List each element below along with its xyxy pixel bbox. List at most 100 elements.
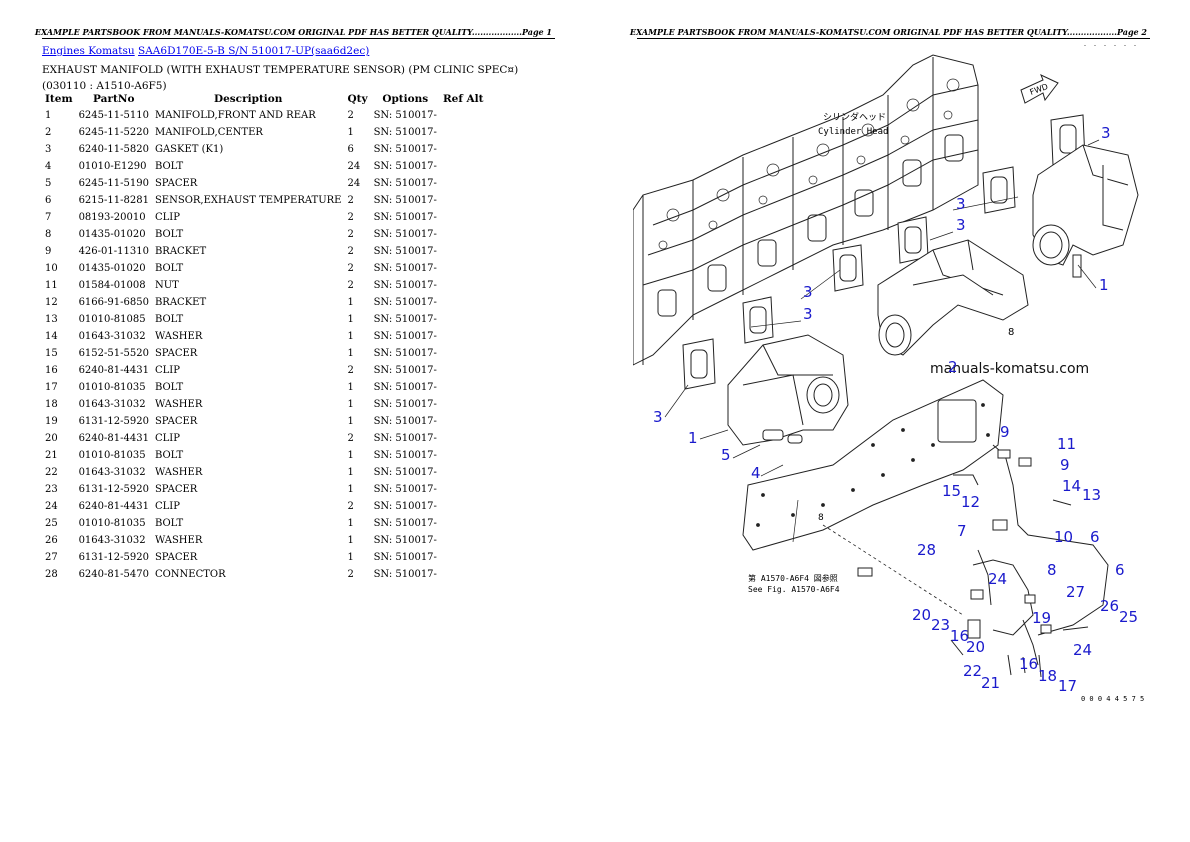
col-header-options: Options <box>382 92 429 105</box>
breadcrumb-link-model[interactable]: SAA6D170E-5-B S/N 510017-UP(saa6d2ec) <box>138 45 370 57</box>
cell-description: BOLT <box>154 450 184 461</box>
manifold-center-illustration <box>877 239 1029 356</box>
callout-label: 27 <box>1066 583 1085 601</box>
cell-qty: 2 <box>347 229 354 240</box>
cell-item: 18 <box>45 399 58 410</box>
cell-description: CLIP <box>154 365 180 376</box>
cell-partno: 01010-81035 <box>78 518 146 529</box>
see-fig-label-en: See Fig. A1570-A6F4 <box>748 585 840 594</box>
callout-label: 24 <box>988 570 1007 588</box>
exploded-parts-diagram: シリンダヘッド Cylinder Head FWD <box>633 45 1144 703</box>
page-header-2: EXAMPLE PARTSBOOK FROM MANUALS-KOMATSU.C… <box>629 27 1147 37</box>
cell-partno: 6240-81-5470 <box>78 569 149 580</box>
cell-refalt <box>440 498 487 515</box>
cell-refalt <box>440 566 487 583</box>
callout-label: 24 <box>1073 641 1092 659</box>
cell-options: SN: 510017- <box>373 484 437 495</box>
cell-partno: 6215-11-8281 <box>78 195 149 206</box>
cell-partno: 6240-11-5820 <box>78 144 149 155</box>
cell-qty: 1 <box>347 382 354 393</box>
cell-qty: 2 <box>347 280 354 291</box>
callout-label: 13 <box>1082 486 1101 504</box>
cell-partno: 01010-E1290 <box>78 161 147 172</box>
cell-options: SN: 510017- <box>373 280 437 291</box>
cell-partno: 6131-12-5920 <box>78 552 149 563</box>
cylinder-head-label-en: Cylinder Head <box>818 127 888 137</box>
cell-refalt <box>440 277 487 294</box>
callout-label: 3 <box>956 195 966 213</box>
cell-options: SN: 510017- <box>373 263 437 274</box>
cell-options: SN: 510017- <box>373 399 437 410</box>
cell-description: WASHER <box>154 331 203 342</box>
cell-description: NUT <box>154 280 179 291</box>
page-header-1: EXAMPLE PARTSBOOK FROM MANUALS-KOMATSU.C… <box>34 27 552 37</box>
cell-item: 19 <box>45 416 58 427</box>
callout-label: 14 <box>1062 477 1081 495</box>
cell-refalt <box>440 175 487 192</box>
breadcrumb: Engines Komatsu SAA6D170E-5-B S/N 510017… <box>42 45 369 57</box>
cell-refalt <box>440 158 487 175</box>
cell-description: SPACER <box>154 416 198 427</box>
cell-refalt <box>440 209 487 226</box>
cell-item: 4 <box>45 161 52 172</box>
cell-description: BRACKET <box>154 297 207 308</box>
cell-item: 24 <box>45 501 58 512</box>
cell-partno: 6240-81-4431 <box>78 365 149 376</box>
figure-number: 0 0 0 4 4 5 7 5 <box>1081 695 1144 703</box>
cell-qty: 1 <box>347 467 354 478</box>
cell-options: SN: 510017- <box>373 331 437 342</box>
cell-description: CLIP <box>154 212 180 223</box>
col-header-description: Description <box>213 92 283 105</box>
cell-refalt <box>440 294 487 311</box>
callout-label: 5 <box>721 446 731 464</box>
cell-partno: 6245-11-5220 <box>78 127 149 138</box>
callout-label: 17 <box>1058 677 1077 695</box>
cell-partno: 01010-81085 <box>78 314 146 325</box>
callout-label: 20 <box>912 606 931 624</box>
table-header-row: Item PartNo Description Qty Options Ref … <box>42 90 487 107</box>
cell-refalt <box>440 515 487 532</box>
cell-item: 26 <box>45 535 58 546</box>
cell-item: 7 <box>45 212 52 223</box>
sensor-harness-illustration <box>857 444 1109 678</box>
header-rule-2 <box>637 38 1150 39</box>
cell-refalt <box>440 141 487 158</box>
cell-partno: 426-01-11310 <box>78 246 149 257</box>
cell-refalt <box>440 430 487 447</box>
cell-refalt <box>440 413 487 430</box>
cell-partno: 01584-01008 <box>78 280 146 291</box>
cell-options: SN: 510017- <box>373 212 437 223</box>
cell-refalt <box>440 124 487 141</box>
cell-qty: 1 <box>347 416 354 427</box>
manifold-rear-illustration <box>727 334 849 446</box>
cell-description: SPACER <box>154 348 198 359</box>
cell-partno: 6240-81-4431 <box>78 501 149 512</box>
cell-options: SN: 510017- <box>373 365 437 376</box>
cell-refalt <box>440 311 487 328</box>
cell-partno: 01010-81035 <box>78 450 146 461</box>
cell-refalt <box>440 226 487 243</box>
cell-item: 13 <box>45 314 58 325</box>
cell-qty: 2 <box>347 110 354 121</box>
cell-partno: 6245-11-5110 <box>78 110 149 121</box>
cell-refalt <box>440 464 487 481</box>
cell-partno: 6131-12-5920 <box>78 484 149 495</box>
cell-item: 21 <box>45 450 58 461</box>
cell-options: SN: 510017- <box>373 144 437 155</box>
breadcrumb-link-engines[interactable]: Engines Komatsu <box>42 45 135 57</box>
cell-item: 25 <box>45 518 58 529</box>
callout-label: 23 <box>931 616 950 634</box>
col-header-item: Item <box>45 92 73 105</box>
callout-label: 21 <box>981 674 1000 692</box>
callout-label: 6 <box>1115 561 1125 579</box>
